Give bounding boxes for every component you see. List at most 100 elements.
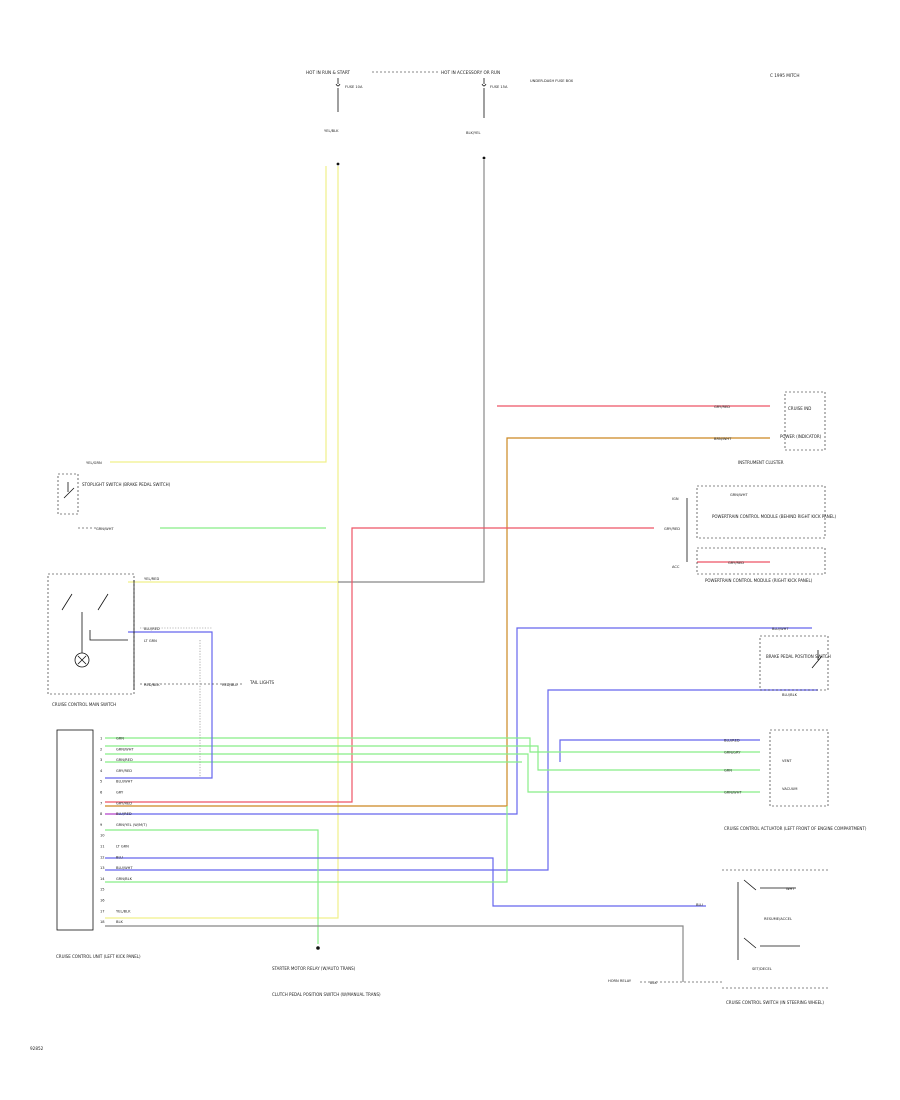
wire-orange-power-ind bbox=[105, 437, 770, 807]
starter-relay-label: STARTER MOTOR RELAY (W/AUTO TRANS) bbox=[272, 966, 356, 971]
fuse-panel-label: UNDER-DASH FUSE BOX bbox=[530, 79, 574, 83]
unit-pin-wire: BLU bbox=[116, 855, 123, 859]
unit-pin-wire: LT GRN bbox=[116, 845, 129, 849]
instrument-cluster-box bbox=[784, 391, 826, 451]
power-ind-label: POWER (INDICATOR) bbox=[780, 434, 822, 439]
wire-gray-ground bbox=[105, 925, 684, 982]
unit-pin-number: 7 bbox=[100, 801, 102, 805]
wht-wire-label: WHT bbox=[786, 887, 795, 891]
red-blk-wire-label: RED/BLK bbox=[144, 683, 160, 687]
wire-right-top-label: BLK/YEL bbox=[466, 131, 481, 135]
actuator-pin-wire: GRN/WHT bbox=[724, 791, 742, 795]
red-blu-wire-label: RED/BLU bbox=[222, 683, 238, 687]
unit-pin-number: 13 bbox=[100, 866, 105, 870]
pcm-label: POWERTRAIN CONTROL MODULE (BEHIND RIGHT … bbox=[712, 514, 836, 519]
unit-pin-number: 16 bbox=[100, 899, 105, 903]
powertrain-control-module: POWERTRAIN CONTROL MODULE (BEHIND RIGHT … bbox=[664, 485, 836, 583]
horn-relay-label: HORN RELAY bbox=[608, 979, 632, 983]
cruise-switch-steering: RESUME/ACCEL SET/DECEL BLU WHT CRUISE CO… bbox=[608, 869, 828, 1005]
ign-label: IGN bbox=[672, 497, 679, 501]
switch-icon bbox=[61, 593, 128, 641]
acc-label: ACC bbox=[672, 565, 680, 569]
actuator-pin-wire: GRN/GRY bbox=[724, 751, 741, 755]
connector-dot bbox=[336, 162, 340, 166]
vacuum-label: VACUUM bbox=[782, 787, 798, 791]
actuator-pin-wire: BLU/RED bbox=[724, 739, 740, 743]
unit-pin-wire: GRN/BLK bbox=[116, 877, 133, 881]
unit-pin-wire: BLU/WHT bbox=[116, 866, 133, 870]
unit-pin-wire: BLU/RED bbox=[116, 812, 132, 816]
ecm-wire-bot-label: GRY/RED bbox=[728, 561, 744, 565]
unit-pin-number: 4 bbox=[100, 769, 103, 773]
wire-yellow-bypass bbox=[128, 166, 339, 583]
stoplight-switch-box bbox=[57, 473, 79, 515]
unit-pin-number: 6 bbox=[100, 791, 103, 795]
wire-yellow-unit bbox=[105, 582, 339, 919]
brake-switch-box bbox=[759, 635, 829, 691]
tail-lights-label: TAIL LIGHTS bbox=[249, 680, 275, 685]
fuse-right-label: FUSE 15A bbox=[490, 85, 508, 89]
stoplight-switch-label: STOPLIGHT SWITCH (BRAKE PEDAL SWITCH) bbox=[82, 482, 171, 487]
unit-pin-number: 12 bbox=[100, 855, 105, 859]
instrument-cluster: CRUISE IND POWER (INDICATOR) INSTRUMENT … bbox=[714, 391, 826, 465]
unit-pin-number: 8 bbox=[100, 812, 103, 816]
unit-pin-number: 14 bbox=[100, 877, 105, 881]
header: HOT IN RUN & START HOT IN ACCESSORY OR R… bbox=[306, 70, 799, 166]
brake-switch-label: BRAKE PEDAL POSITION SWITCH bbox=[766, 654, 831, 659]
yellow-stop-wire-label: YEL/GRN bbox=[86, 461, 102, 465]
unit-pin-wire: GRN/RED bbox=[116, 758, 133, 762]
unit-pin-number: 10 bbox=[100, 834, 105, 838]
unit-pin-wire: BLU/WHT bbox=[116, 780, 133, 784]
unit-pin-number: 2 bbox=[100, 747, 102, 751]
stoplight-switch: STOPLIGHT SWITCH (BRAKE PEDAL SWITCH) YE… bbox=[57, 461, 171, 531]
unit-pin-wire: GRN/YEL (W/M/T) bbox=[116, 823, 147, 827]
unit-pin-number: 15 bbox=[100, 888, 105, 892]
pcm-box bbox=[696, 485, 826, 539]
unit-pin-wire: GRY bbox=[116, 791, 124, 795]
right-power-label: HOT IN ACCESSORY OR RUN bbox=[441, 70, 500, 75]
clutch-switch-label: CLUTCH PEDAL POSITION SWITCH (W/MANUAL T… bbox=[272, 992, 381, 997]
actuator-label: CRUISE CONTROL ACTUATOR (LEFT FRONT OF E… bbox=[724, 826, 867, 831]
wire-blue-pin5 bbox=[105, 631, 213, 779]
wires bbox=[105, 160, 818, 982]
set-decel-label: SET/DECEL bbox=[752, 967, 772, 971]
unit-pin-number: 3 bbox=[100, 758, 102, 762]
cruise-control-unit-label: CRUISE CONTROL UNIT (LEFT KICK PANEL) bbox=[56, 954, 141, 959]
cruise-switch-steering-label: CRUISE CONTROL SWITCH (IN STEERING WHEEL… bbox=[726, 1000, 824, 1005]
unit-pin-wire: GRN/WHT bbox=[116, 747, 134, 751]
wire-left-top-label: YEL/BLK bbox=[324, 129, 339, 133]
unit-pin-number: 18 bbox=[100, 920, 105, 924]
cruise-control-actuator: CRUISE CONTROL ACTUATOR (LEFT FRONT OF E… bbox=[724, 729, 867, 831]
switch-icon bbox=[743, 879, 796, 891]
brake-pedal-switch: BRAKE PEDAL POSITION SWITCH BLU/WHT BLU/… bbox=[759, 627, 831, 697]
lt-grn-wire-label: LT GRN bbox=[144, 639, 157, 643]
actuator-box bbox=[769, 729, 829, 807]
actuator-pin-wire: GRN bbox=[724, 769, 732, 773]
cruise-main-switch: YEL/RED BLU/RED LT GRN CRUISE CONTROL MA… bbox=[47, 573, 275, 778]
wire-green-pin9 bbox=[105, 829, 319, 944]
actuator-pins: BLU/RED GRN/GRY GRN GRN/WHT bbox=[724, 739, 742, 795]
cruise-control-unit-box bbox=[56, 729, 94, 931]
unit-pin-number: 5 bbox=[100, 780, 102, 784]
unit-pin-number: 11 bbox=[100, 845, 105, 849]
wire-blue-actuator bbox=[559, 739, 760, 762]
diagram-code: 92852 bbox=[30, 1046, 44, 1051]
unit-pin-wire: GRY/RED bbox=[116, 769, 132, 773]
switch-icon bbox=[743, 937, 800, 949]
unit-pin-wire: YEL/BLK bbox=[116, 909, 131, 913]
left-power-label: HOT IN RUN & START bbox=[306, 70, 350, 75]
wire-blue-brake-bot bbox=[105, 689, 818, 871]
resume-accel-label: RESUME/ACCEL bbox=[764, 917, 792, 921]
green-stop-wire-label: GRN/WHT bbox=[96, 527, 114, 531]
power-ind-wire-label: BRN/WHT bbox=[714, 437, 732, 441]
cruise-main-switch-label: CRUISE CONTROL MAIN SWITCH bbox=[52, 702, 116, 707]
wire-green-3 bbox=[105, 753, 760, 793]
cruise-ind-wire-label: GRY/RED bbox=[714, 405, 730, 409]
connector-dot bbox=[482, 156, 486, 160]
blk-wire-label: BLK bbox=[650, 981, 657, 985]
fuse-left-label: FUSE 10A bbox=[345, 85, 363, 89]
unit-pin-wire: GRN bbox=[116, 737, 124, 741]
